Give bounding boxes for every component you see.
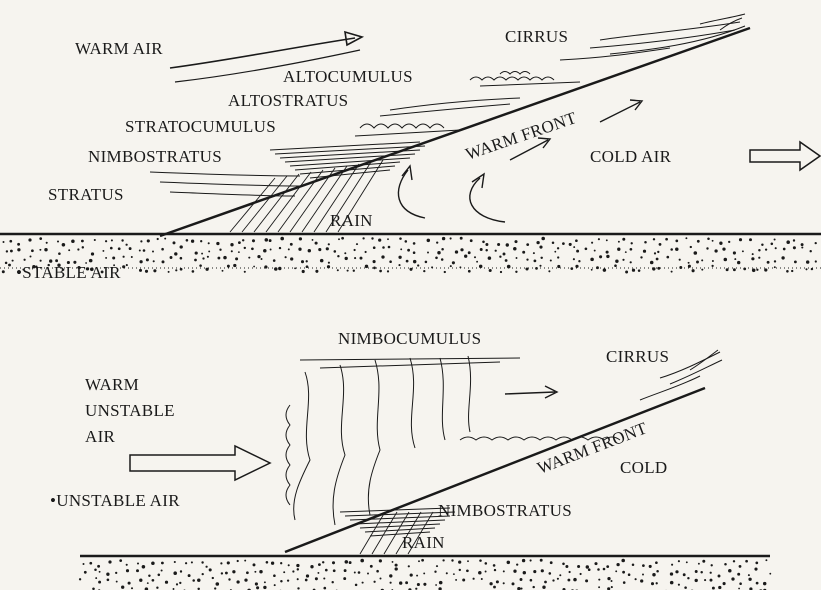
upper-stratus-cloud	[150, 172, 300, 196]
lower-flow-arrow	[505, 386, 557, 398]
upper-altostratus-cloud	[380, 98, 520, 116]
label-cirrus-upper: CIRRUS	[505, 27, 568, 46]
lower-ground	[79, 556, 771, 590]
label-nimbocumulus: NIMBOCUMULUS	[338, 329, 481, 348]
label-warm: WARM	[85, 375, 139, 394]
label-air: AIR	[85, 427, 116, 446]
label-nimbostratus-upper: NIMBOSTRATUS	[88, 147, 222, 166]
label-altostratus: ALTOSTRATUS	[228, 91, 348, 110]
lower-cirrus-cloud	[660, 350, 722, 384]
label-warm-air: WARM AIR	[75, 39, 163, 58]
upper-panel: WARM AIR CIRRUS ALTOCUMULUS ALTOSTRATUS …	[0, 14, 821, 282]
upper-altocumulus-cloud	[470, 72, 580, 87]
label-cold: COLD	[620, 458, 667, 477]
label-cold-air: COLD AIR	[590, 147, 672, 166]
label-unstable-air: •UNSTABLE AIR	[50, 491, 180, 510]
label-altocumulus: ALTOCUMULUS	[283, 67, 413, 86]
lower-warm-air-hollow-arrow	[130, 446, 270, 480]
label-stratus: STRATUS	[48, 185, 124, 204]
label-rain-lower: RAIN	[402, 533, 445, 552]
upper-stratocumulus-cloud	[355, 124, 460, 136]
label-unstable: UNSTABLE	[85, 401, 175, 420]
label-rain-upper: RAIN	[330, 211, 373, 230]
upper-cold-air-hollow-arrow	[750, 142, 820, 170]
upper-nimbostratus-cloud	[270, 142, 425, 178]
label-warm-front-upper: WARM FRONT	[463, 108, 579, 164]
label-stable-air: •STABLE AIR	[16, 263, 121, 282]
label-cirrus-lower: CIRRUS	[606, 347, 669, 366]
upper-ground	[0, 234, 821, 273]
label-nimbostratus-lower: NIMBOSTRATUS	[438, 501, 572, 520]
upper-cirrus-cloud	[560, 14, 745, 60]
label-stratocumulus: STRATOCUMULUS	[125, 117, 276, 136]
lower-panel: NIMBOCUMULUS CIRRUS WARM UNSTABLE AIR WA…	[50, 329, 771, 590]
